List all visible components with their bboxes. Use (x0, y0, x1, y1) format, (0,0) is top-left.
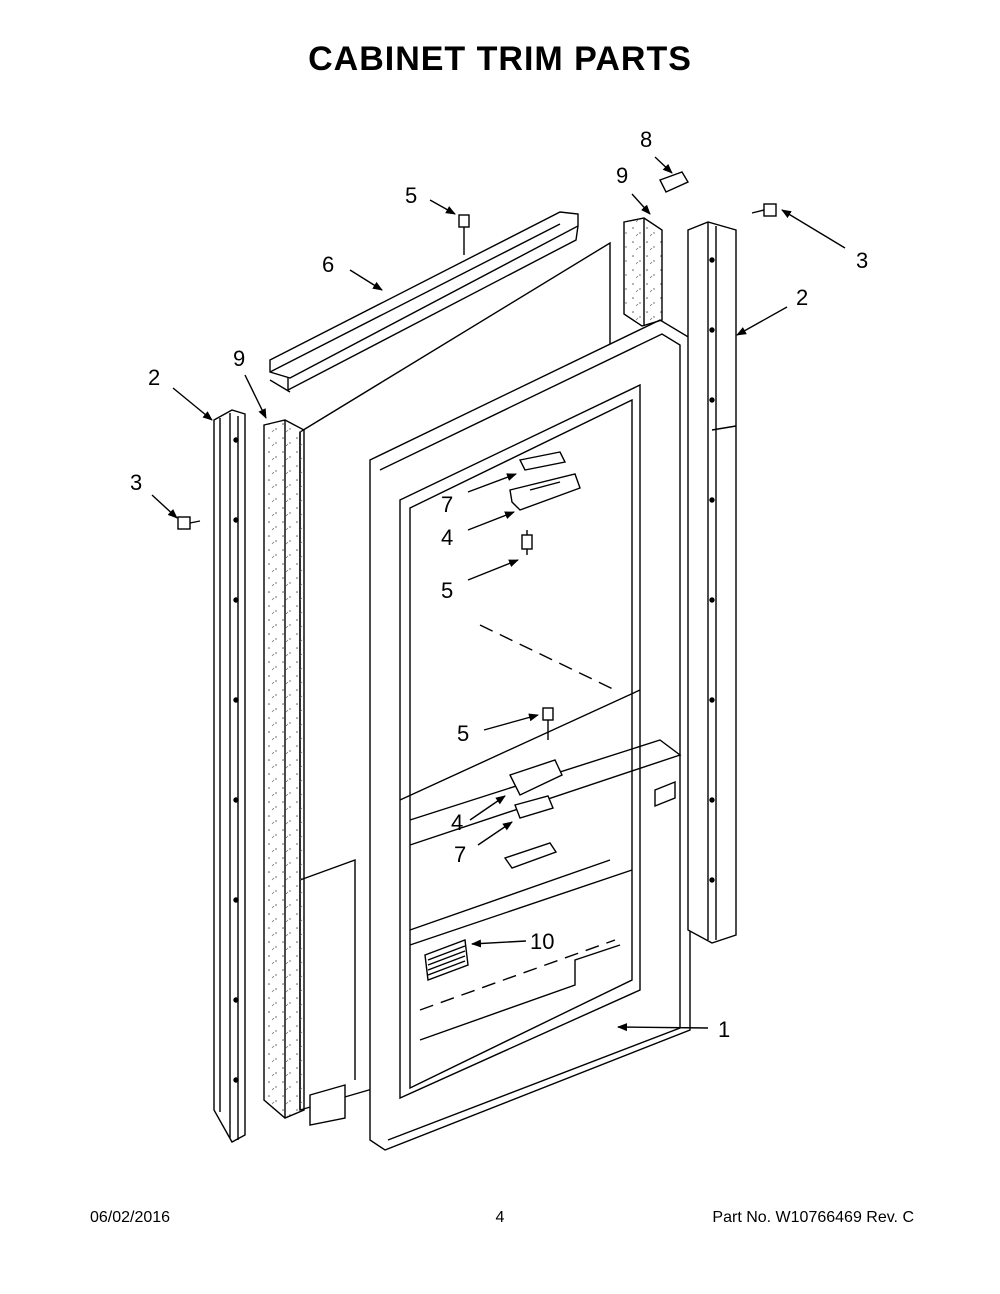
callout-5-top: 5 (405, 183, 417, 208)
leader-3-left (151, 494, 178, 519)
footer-date: 06/02/2016 (90, 1209, 171, 1226)
lower-hinge (503, 707, 563, 869)
leader-2-left (172, 387, 213, 421)
callout-6: 6 (322, 252, 334, 277)
leader-7-lower (477, 821, 513, 846)
callout-7-lower: 7 (454, 842, 466, 867)
leader-10 (471, 939, 527, 948)
footer-part-number: Part No. W10766469 Rev. C (712, 1209, 914, 1226)
plug-8 (659, 171, 690, 193)
callout-2-right: 2 (796, 285, 808, 310)
vent-grille (424, 939, 469, 981)
footer-page-number: 4 (495, 1209, 505, 1226)
right-foam-strip (623, 217, 663, 327)
leader-9-left (244, 374, 267, 419)
leader-4-upper (467, 511, 515, 531)
callout-3-top: 3 (856, 248, 868, 273)
callout-10: 10 (530, 929, 554, 954)
leader-6 (349, 269, 383, 291)
callout-5-lower: 5 (457, 721, 469, 746)
leader-9-top (631, 193, 651, 215)
screw-top (458, 214, 470, 255)
leader-5-top (429, 199, 456, 215)
right-side-trim (687, 221, 737, 944)
callout-4-lower: 4 (451, 810, 463, 835)
leader-1 (617, 1023, 709, 1032)
callout-9-top: 9 (616, 163, 628, 188)
callout-1: 1 (718, 1017, 730, 1042)
callout-3-left: 3 (130, 470, 142, 495)
leader-3-top (781, 209, 846, 249)
page-title: CABINET TRIM PARTS (308, 40, 692, 78)
screw-right (751, 203, 777, 217)
callout-9-left: 9 (233, 346, 245, 371)
leader-7-upper (467, 473, 517, 493)
left-side-trim (213, 409, 246, 1143)
top-trim (269, 211, 579, 393)
leader-4-lower (469, 795, 506, 821)
left-foam-strip (263, 419, 305, 1119)
callout-4-upper: 4 (441, 525, 453, 550)
leader-5-lower (483, 713, 539, 731)
screw-left (177, 516, 201, 530)
door-frame (369, 319, 691, 1151)
upper-hinge (509, 451, 581, 555)
leader-5-upper (467, 559, 519, 581)
callout-7-upper: 7 (441, 492, 453, 517)
leader-2-right (736, 306, 788, 336)
leader-8 (654, 156, 673, 174)
callout-2-left: 2 (148, 365, 160, 390)
callout-8: 8 (640, 127, 652, 152)
callout-5-upper: 5 (441, 578, 453, 603)
